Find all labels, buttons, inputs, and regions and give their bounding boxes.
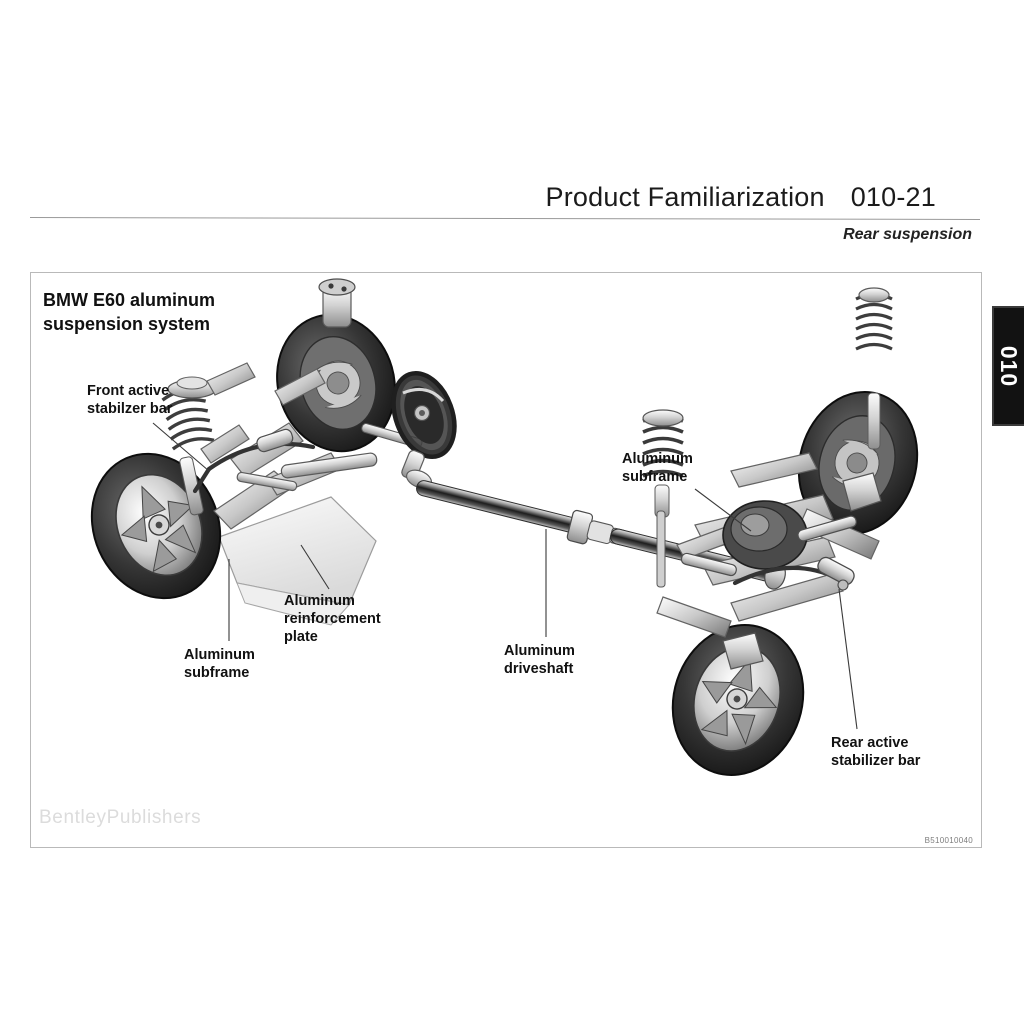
callout-front-active-stabilizer-bar: Front active stabilzer bar (87, 383, 173, 417)
section-subtitle: Rear suspension (843, 226, 972, 243)
rear-right-strut (855, 287, 893, 450)
callout-aluminum-reinforcement-plate: Aluminum reinforcement plate (284, 593, 381, 645)
callout-rear-active-stabilizer-bar: Rear active stabilizer bar (831, 735, 921, 769)
figure-id: B510010040 (924, 836, 973, 845)
callout-aluminum-driveshaft: Aluminum driveshaft (504, 643, 575, 677)
chapter-thumb-tab-label: 010 (996, 345, 1023, 387)
header-title-row: Product Familiarization 010-21 (30, 182, 980, 213)
figure-panel: BMW E60 aluminum suspension system (30, 272, 982, 848)
steering-wheel (361, 370, 457, 460)
rear-active-stabilizer-bar (732, 556, 855, 591)
callout-aluminum-subframe-front: Aluminum subframe (184, 647, 255, 681)
rear-left-strut (642, 409, 684, 588)
rear-suspension-assembly (642, 287, 919, 776)
page-number: 010-21 (850, 182, 936, 212)
page-header: Product Familiarization 010-21 Rear susp… (29, 182, 980, 252)
rear-differential (722, 500, 808, 570)
front-suspension-assembly (90, 278, 457, 626)
figure-title: BMW E60 aluminum suspension system (43, 290, 216, 334)
publisher-watermark: BentleyPublishers (39, 807, 202, 828)
chapter-thumb-tab: 010 (992, 306, 1024, 426)
page-title: Product Familiarization (545, 182, 825, 212)
callout-aluminum-subframe-rear: Aluminum subframe (622, 451, 693, 485)
suspension-system-illustration (90, 278, 919, 776)
header-divider (29, 217, 980, 220)
